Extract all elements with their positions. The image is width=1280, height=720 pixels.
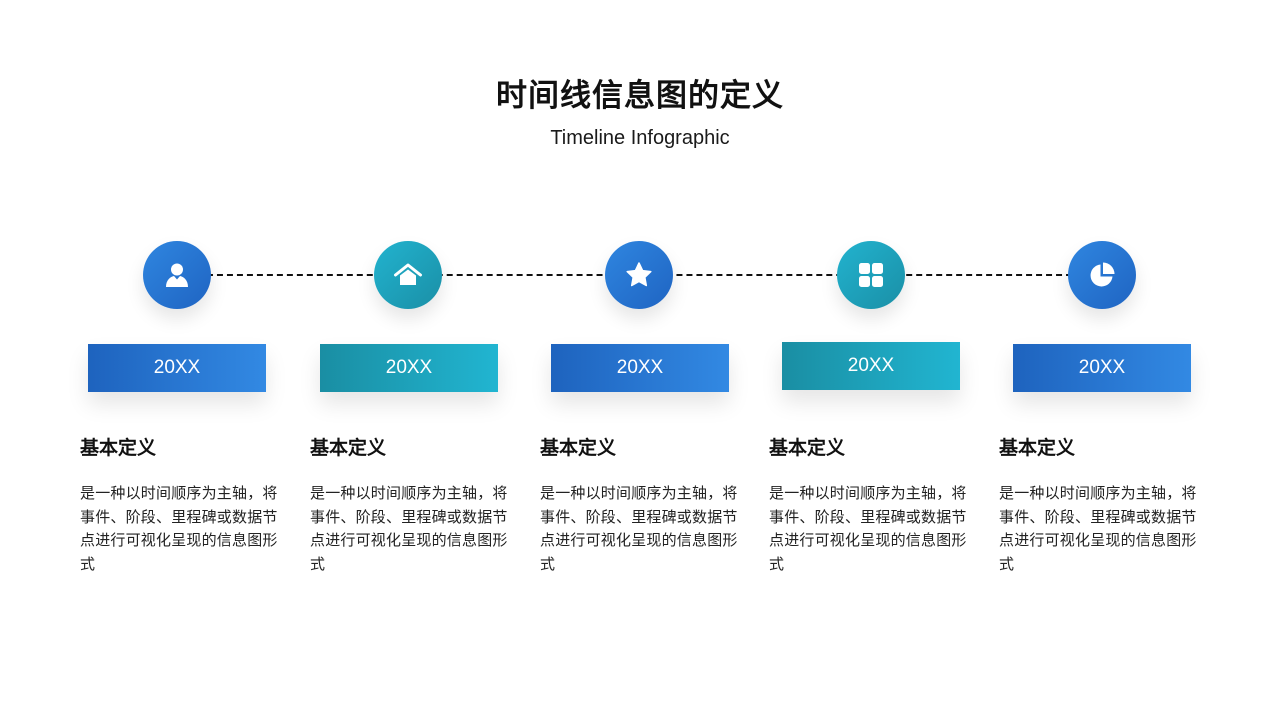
timeline-node-4 — [837, 241, 905, 309]
year-bar-2: 20XX — [320, 344, 498, 392]
grid-icon — [859, 263, 883, 287]
timeline-node-2 — [374, 241, 442, 309]
page-title: 时间线信息图的定义 — [496, 78, 784, 114]
item-heading-4: 基本定义 — [769, 437, 846, 459]
year-bar-4: 20XX — [782, 342, 960, 390]
item-description-2: 是一种以时间顺序为主轴，将事件、阶段、里程碑或数据节点进行可视化呈现的信息图形式 — [310, 484, 508, 573]
home-icon — [394, 263, 422, 285]
item-heading-3: 基本定义 — [540, 437, 617, 459]
year-bar-5: 20XX — [1013, 344, 1191, 392]
star-icon — [626, 262, 652, 287]
user-icon — [166, 263, 188, 287]
item-description-1: 是一种以时间顺序为主轴，将事件、阶段、里程碑或数据节点进行可视化呈现的信息图形式 — [80, 484, 278, 573]
year-bar-1: 20XX — [88, 344, 266, 392]
item-heading-1: 基本定义 — [80, 437, 157, 459]
item-description-3: 是一种以时间顺序为主轴，将事件、阶段、里程碑或数据节点进行可视化呈现的信息图形式 — [540, 484, 738, 573]
item-heading-2: 基本定义 — [310, 437, 387, 459]
page-subtitle: Timeline Infographic — [550, 127, 730, 149]
timeline-node-1 — [143, 241, 211, 309]
timeline-node-3 — [605, 241, 673, 309]
timeline-node-5 — [1068, 241, 1136, 309]
pie-chart-icon — [1090, 262, 1115, 287]
item-heading-5: 基本定义 — [999, 437, 1076, 459]
item-description-5: 是一种以时间顺序为主轴，将事件、阶段、里程碑或数据节点进行可视化呈现的信息图形式 — [999, 484, 1197, 573]
item-description-4: 是一种以时间顺序为主轴，将事件、阶段、里程碑或数据节点进行可视化呈现的信息图形式 — [769, 484, 967, 573]
year-bar-3: 20XX — [551, 344, 729, 392]
